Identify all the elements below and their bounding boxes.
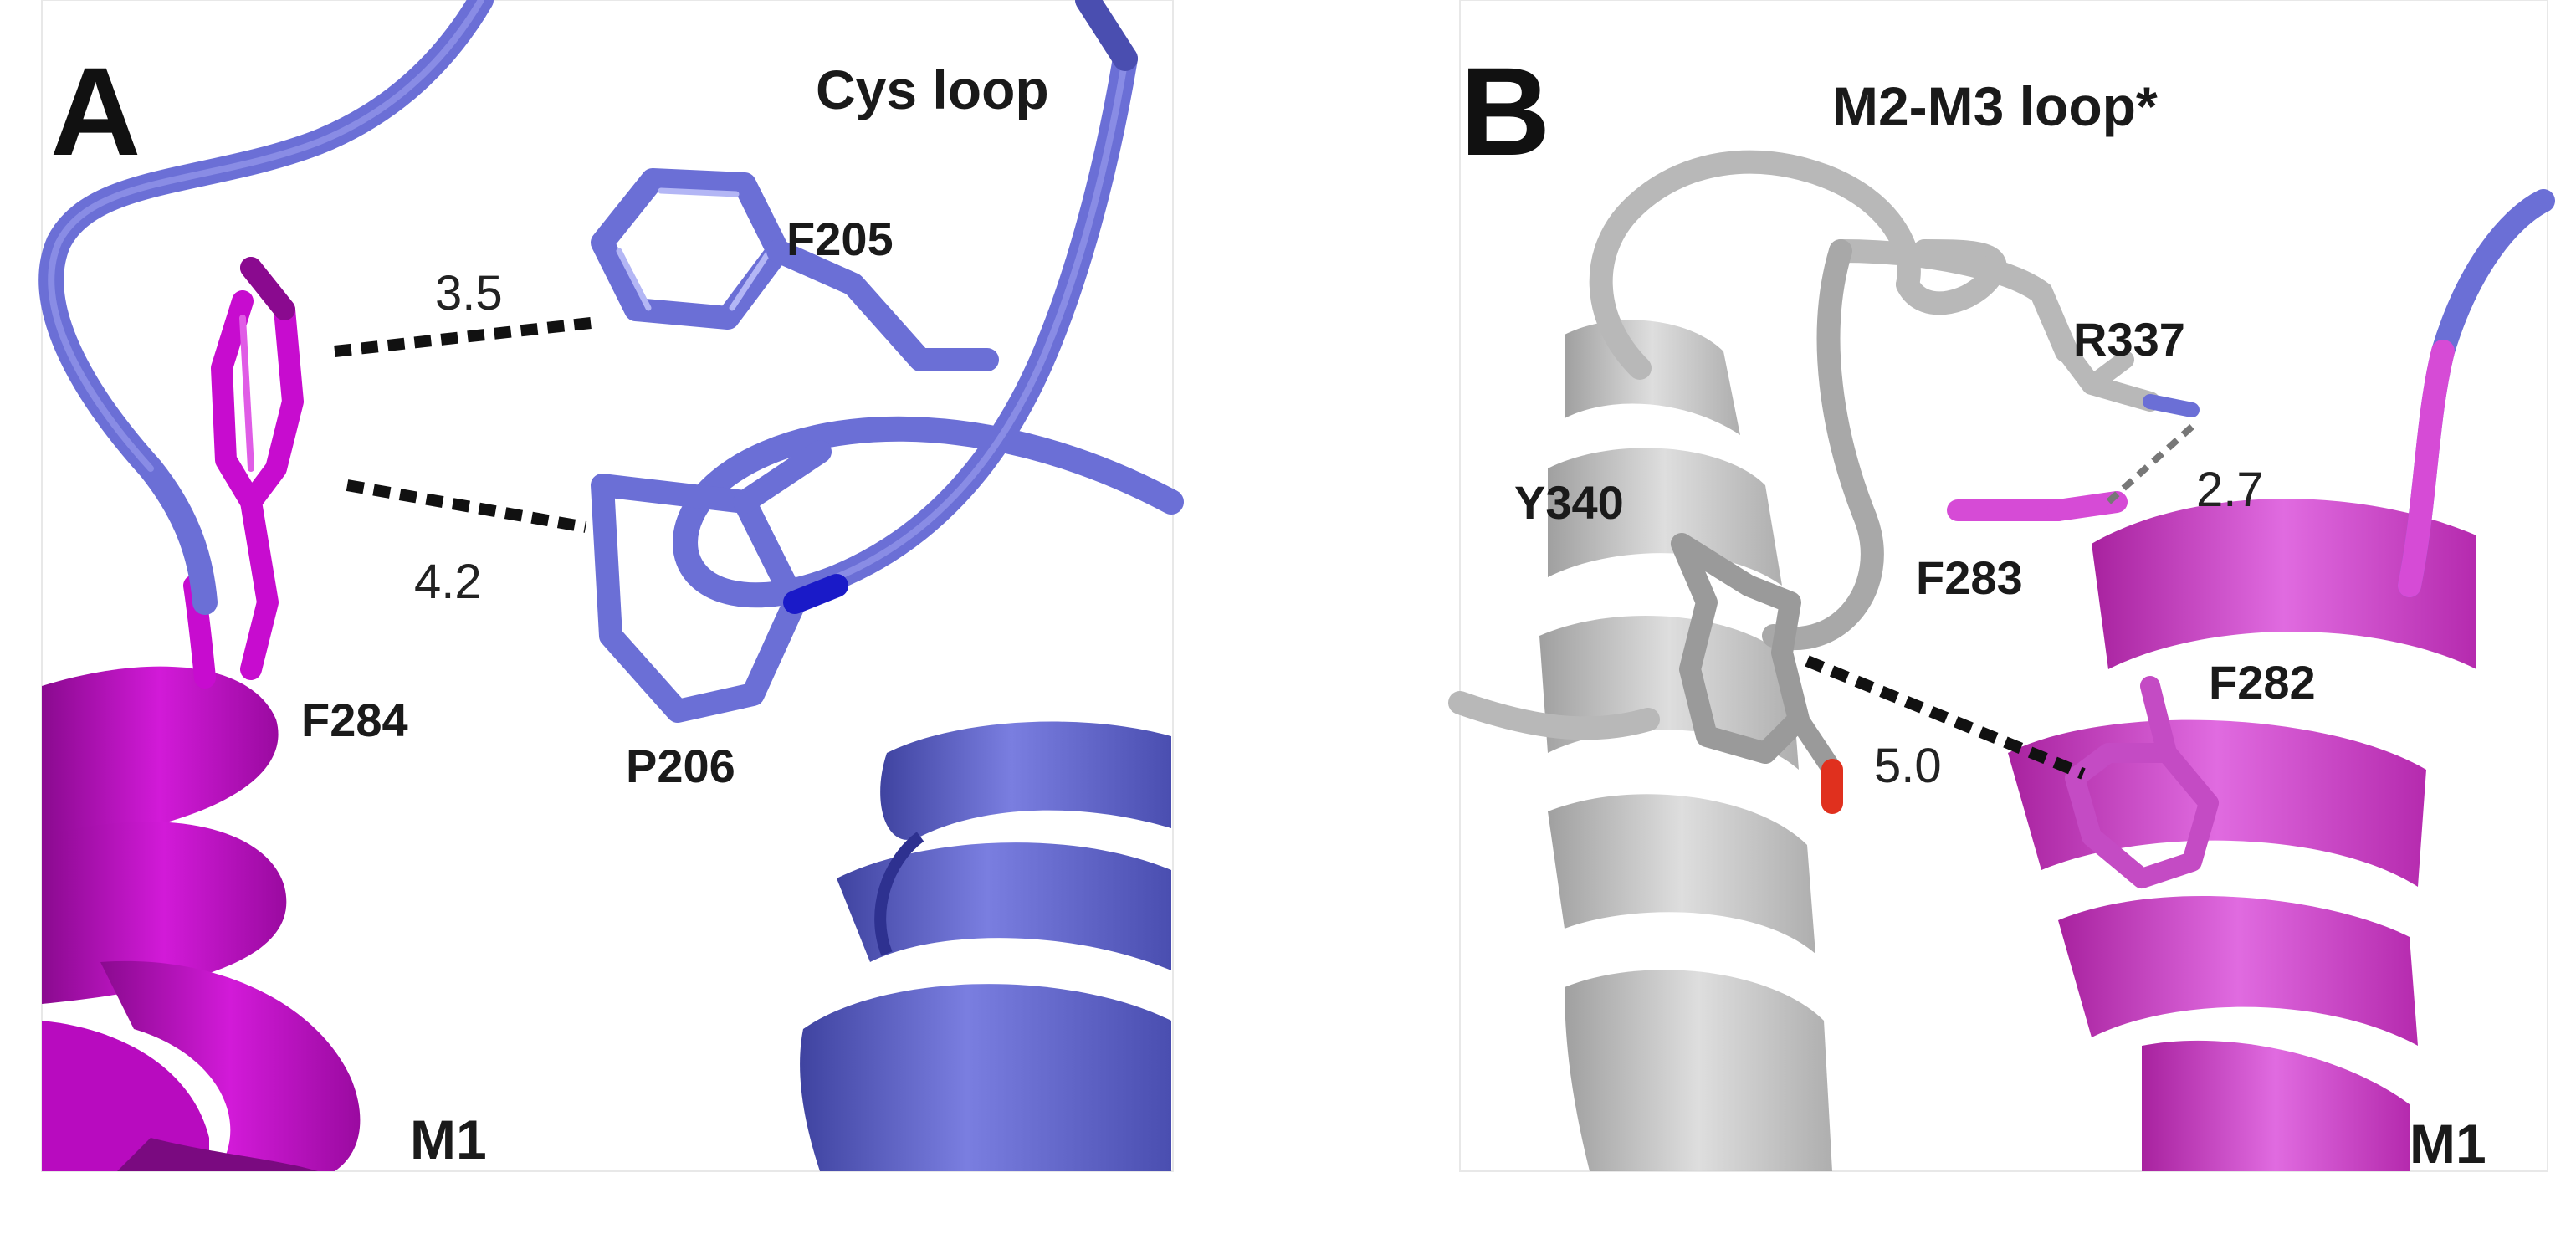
panel-a: A Cys loop F205 F284 P206 3.5 4.2 M1 <box>38 0 1184 1172</box>
f283-sidechain <box>1947 491 2128 521</box>
f205-sidechain <box>591 168 999 371</box>
distance-4-2-label: 4.2 <box>414 555 482 609</box>
y340-label: Y340 <box>1514 476 1624 529</box>
distance-5-0-label: 5.0 <box>1874 739 1942 793</box>
panel-a-letter: A <box>50 41 141 182</box>
distance-3-5-label: 3.5 <box>435 266 503 320</box>
f205-label: F205 <box>786 212 894 265</box>
m1-helix-a <box>42 575 361 1171</box>
m1-label-b: M1 <box>2410 1113 2486 1175</box>
m1-label-a: M1 <box>410 1108 487 1170</box>
y340-sidechain <box>1671 533 1843 814</box>
panel-b-letter: B <box>1460 41 1550 182</box>
panel-b-frame <box>1459 0 2548 1172</box>
f282-sidechain <box>2065 676 2219 888</box>
gray-helix <box>1539 320 1832 1171</box>
distance-2-7-label: 2.7 <box>2196 463 2264 517</box>
m2-m3-loop-label: M2-M3 loop* <box>1832 75 2158 137</box>
panel-b: B M2-M3 loop* R337 Y340 F283 F282 2.7 5.… <box>1448 0 2555 1175</box>
f284-label: F284 <box>301 694 408 746</box>
f283-label: F283 <box>1916 551 2023 604</box>
f282-label: F282 <box>2209 656 2316 709</box>
cys-loop-label: Cys loop <box>816 59 1049 120</box>
r337-sidechain <box>2031 283 2200 417</box>
p206-label: P206 <box>626 740 735 792</box>
distance-dashes-a <box>334 316 599 533</box>
f284-sidechain <box>211 257 304 680</box>
r337-label: R337 <box>2073 313 2185 366</box>
slate-helix-a <box>800 721 1171 1171</box>
cys-loop-coil <box>38 0 1184 615</box>
panel-a-frame <box>41 0 1174 1172</box>
p206-sidechain <box>591 440 848 723</box>
distance-dashes-b <box>1805 424 2194 780</box>
